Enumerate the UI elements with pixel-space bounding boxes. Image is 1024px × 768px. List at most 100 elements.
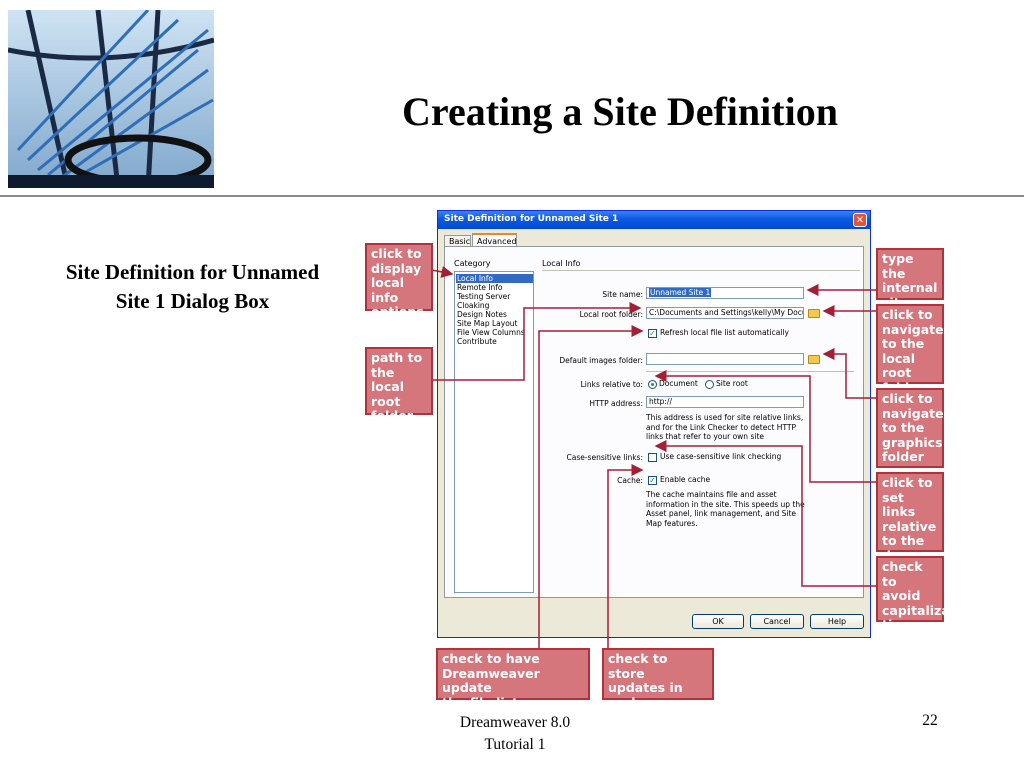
category-item-design-notes[interactable]: Design Notes <box>457 310 507 319</box>
tab-basic[interactable]: Basic <box>444 235 471 247</box>
local-root-label: Local root folder: <box>579 310 643 319</box>
callout-display-local-info: click to display local info options <box>365 243 433 319</box>
close-icon[interactable]: ✕ <box>853 213 867 227</box>
advanced-panel: Category Local Info Remote Info Testing … <box>444 246 864 598</box>
callout-line: relative <box>882 518 937 534</box>
category-item-file-view-columns[interactable]: File View Columns <box>457 328 525 337</box>
site-name-label: Site name: <box>602 290 643 299</box>
slide-title: Creating a Site Definition <box>402 89 838 134</box>
callout-links-relative: click to set links relative to the docum… <box>876 472 952 562</box>
default-images-folder-icon[interactable] <box>808 355 820 364</box>
slide-footer: Dreamweaver 8.0 Tutorial 1 <box>420 712 610 756</box>
site-name-value: Unnamed Site 1 <box>649 288 712 297</box>
callout-capitalization: check to avoid capitaliza- tion issues <box>876 556 955 646</box>
radio-site-root-label: Site root <box>716 379 748 388</box>
divider <box>646 371 854 372</box>
http-help-line: This address is used for site relative l… <box>646 413 804 422</box>
callout-line: to the <box>882 336 925 351</box>
caption-line-2: Site 1 Dialog Box <box>115 289 270 313</box>
radio-site-root[interactable] <box>705 380 714 389</box>
links-relative-label: Links relative to: <box>580 380 643 389</box>
callout-line: tion issues <box>882 617 926 647</box>
callout-line: click to <box>882 475 933 490</box>
case-sensitive-label: Case-sensitive links: <box>566 453 644 462</box>
callout-line: folder <box>882 449 924 464</box>
callout-update-file-list: check to have Dreamweaver update the fil… <box>436 648 590 724</box>
category-label: Category <box>454 259 491 268</box>
cache-help-line: Map features. <box>646 518 698 528</box>
callout-line: check to <box>882 559 923 589</box>
category-item-local-info[interactable]: Local Info <box>456 274 533 283</box>
callout-line: capitaliza- <box>882 602 955 618</box>
callout-line: for faster display <box>608 709 675 739</box>
cache-option-label: Enable cache <box>660 475 711 484</box>
cache-help-line: information in the site. This speeds up … <box>646 499 805 509</box>
slide-caption: Site Definition for Unnamed Site 1 Dialo… <box>20 258 365 316</box>
callout-site-name: type the internal site name <box>876 248 944 324</box>
callout-line: to the <box>882 420 925 435</box>
cancel-button[interactable]: Cancel <box>750 614 804 629</box>
callout-line: click to <box>882 307 933 322</box>
callout-path-local-root: path to the local root folder <box>365 347 433 423</box>
callout-line: navigate <box>882 405 944 421</box>
refresh-checkbox[interactable]: ✓ <box>648 329 657 338</box>
callout-line: click to <box>371 246 422 261</box>
category-item-cloaking[interactable]: Cloaking <box>457 301 490 310</box>
cache-label: Cache: <box>617 476 643 485</box>
category-item-remote-info[interactable]: Remote Info <box>457 283 503 292</box>
radio-document[interactable] <box>648 380 657 389</box>
category-list[interactable]: Local Info Remote Info Testing Server Cl… <box>454 271 534 593</box>
callout-line: root <box>371 393 401 409</box>
callout-line: check to have <box>442 651 540 666</box>
local-root-input[interactable]: C:\Documents and Settings\kelly\My Docu <box>646 307 804 319</box>
callout-line: internal <box>882 280 938 295</box>
callout-line: graphics <box>882 434 943 450</box>
help-button[interactable]: Help <box>810 614 864 629</box>
http-help-text: This address is used for site relative l… <box>646 413 803 442</box>
case-sensitive-checkbox[interactable] <box>648 453 657 462</box>
callout-line: local root <box>882 350 916 380</box>
callout-navigate-graphics: click to navigate to the graphics folder <box>876 388 944 468</box>
callout-line: options <box>371 304 424 319</box>
header-divider <box>0 195 1024 197</box>
callout-line: check to store <box>608 651 668 681</box>
callout-line: navigate <box>882 321 944 337</box>
callout-line: avoid <box>882 588 921 603</box>
category-item-contribute[interactable]: Contribute <box>457 337 497 346</box>
callout-line: display <box>371 260 422 276</box>
footer-line-2: Tutorial 1 <box>484 736 546 753</box>
category-item-site-map-layout[interactable]: Site Map Layout <box>457 319 518 328</box>
local-root-folder-icon[interactable] <box>808 309 820 318</box>
callout-line: set links <box>882 489 916 519</box>
callout-line: the local <box>371 364 405 394</box>
header-photo <box>8 10 214 188</box>
ok-button[interactable]: OK <box>692 614 744 629</box>
callout-line: to the <box>882 533 925 548</box>
cache-checkbox[interactable]: ✓ <box>648 476 657 485</box>
cache-help-text: The cache maintains file and asset infor… <box>646 490 805 528</box>
http-address-label: HTTP address: <box>589 399 643 408</box>
site-definition-dialog: Site Definition for Unnamed Site 1 ✕ Bas… <box>437 210 871 638</box>
radio-document-label: Document <box>659 379 698 388</box>
default-images-input[interactable] <box>646 353 804 365</box>
site-name-input[interactable]: Unnamed Site 1 <box>646 287 804 299</box>
cache-help-line: Asset panel, link management, and Site <box>646 509 797 518</box>
callout-navigate-local-root: click to navigate to the local root fold… <box>876 304 944 394</box>
callout-line: click to <box>882 391 933 406</box>
case-sensitive-option-label: Use case-sensitive link checking <box>660 452 782 461</box>
caption-line-1: Site Definition for Unnamed <box>65 260 320 284</box>
refresh-label: Refresh local file list automatically <box>660 328 789 337</box>
section-title: Local Info <box>542 259 581 268</box>
default-images-label: Default images folder: <box>559 356 643 365</box>
dialog-title: Site Definition for Unnamed Site 1 <box>444 214 619 224</box>
category-item-testing-server[interactable]: Testing Server <box>457 292 511 301</box>
callout-line: path to <box>371 350 423 365</box>
http-address-input[interactable]: http:// <box>646 396 804 408</box>
section-divider <box>542 270 860 271</box>
page-number: 22 <box>922 712 938 729</box>
callout-line: type the <box>882 251 914 281</box>
dialog-titlebar[interactable]: Site Definition for Unnamed Site 1 ✕ <box>438 211 870 229</box>
http-help-line: links that refer to your own site <box>646 432 764 441</box>
callout-line: local info <box>371 275 405 305</box>
tab-advanced[interactable]: Advanced <box>472 233 517 247</box>
